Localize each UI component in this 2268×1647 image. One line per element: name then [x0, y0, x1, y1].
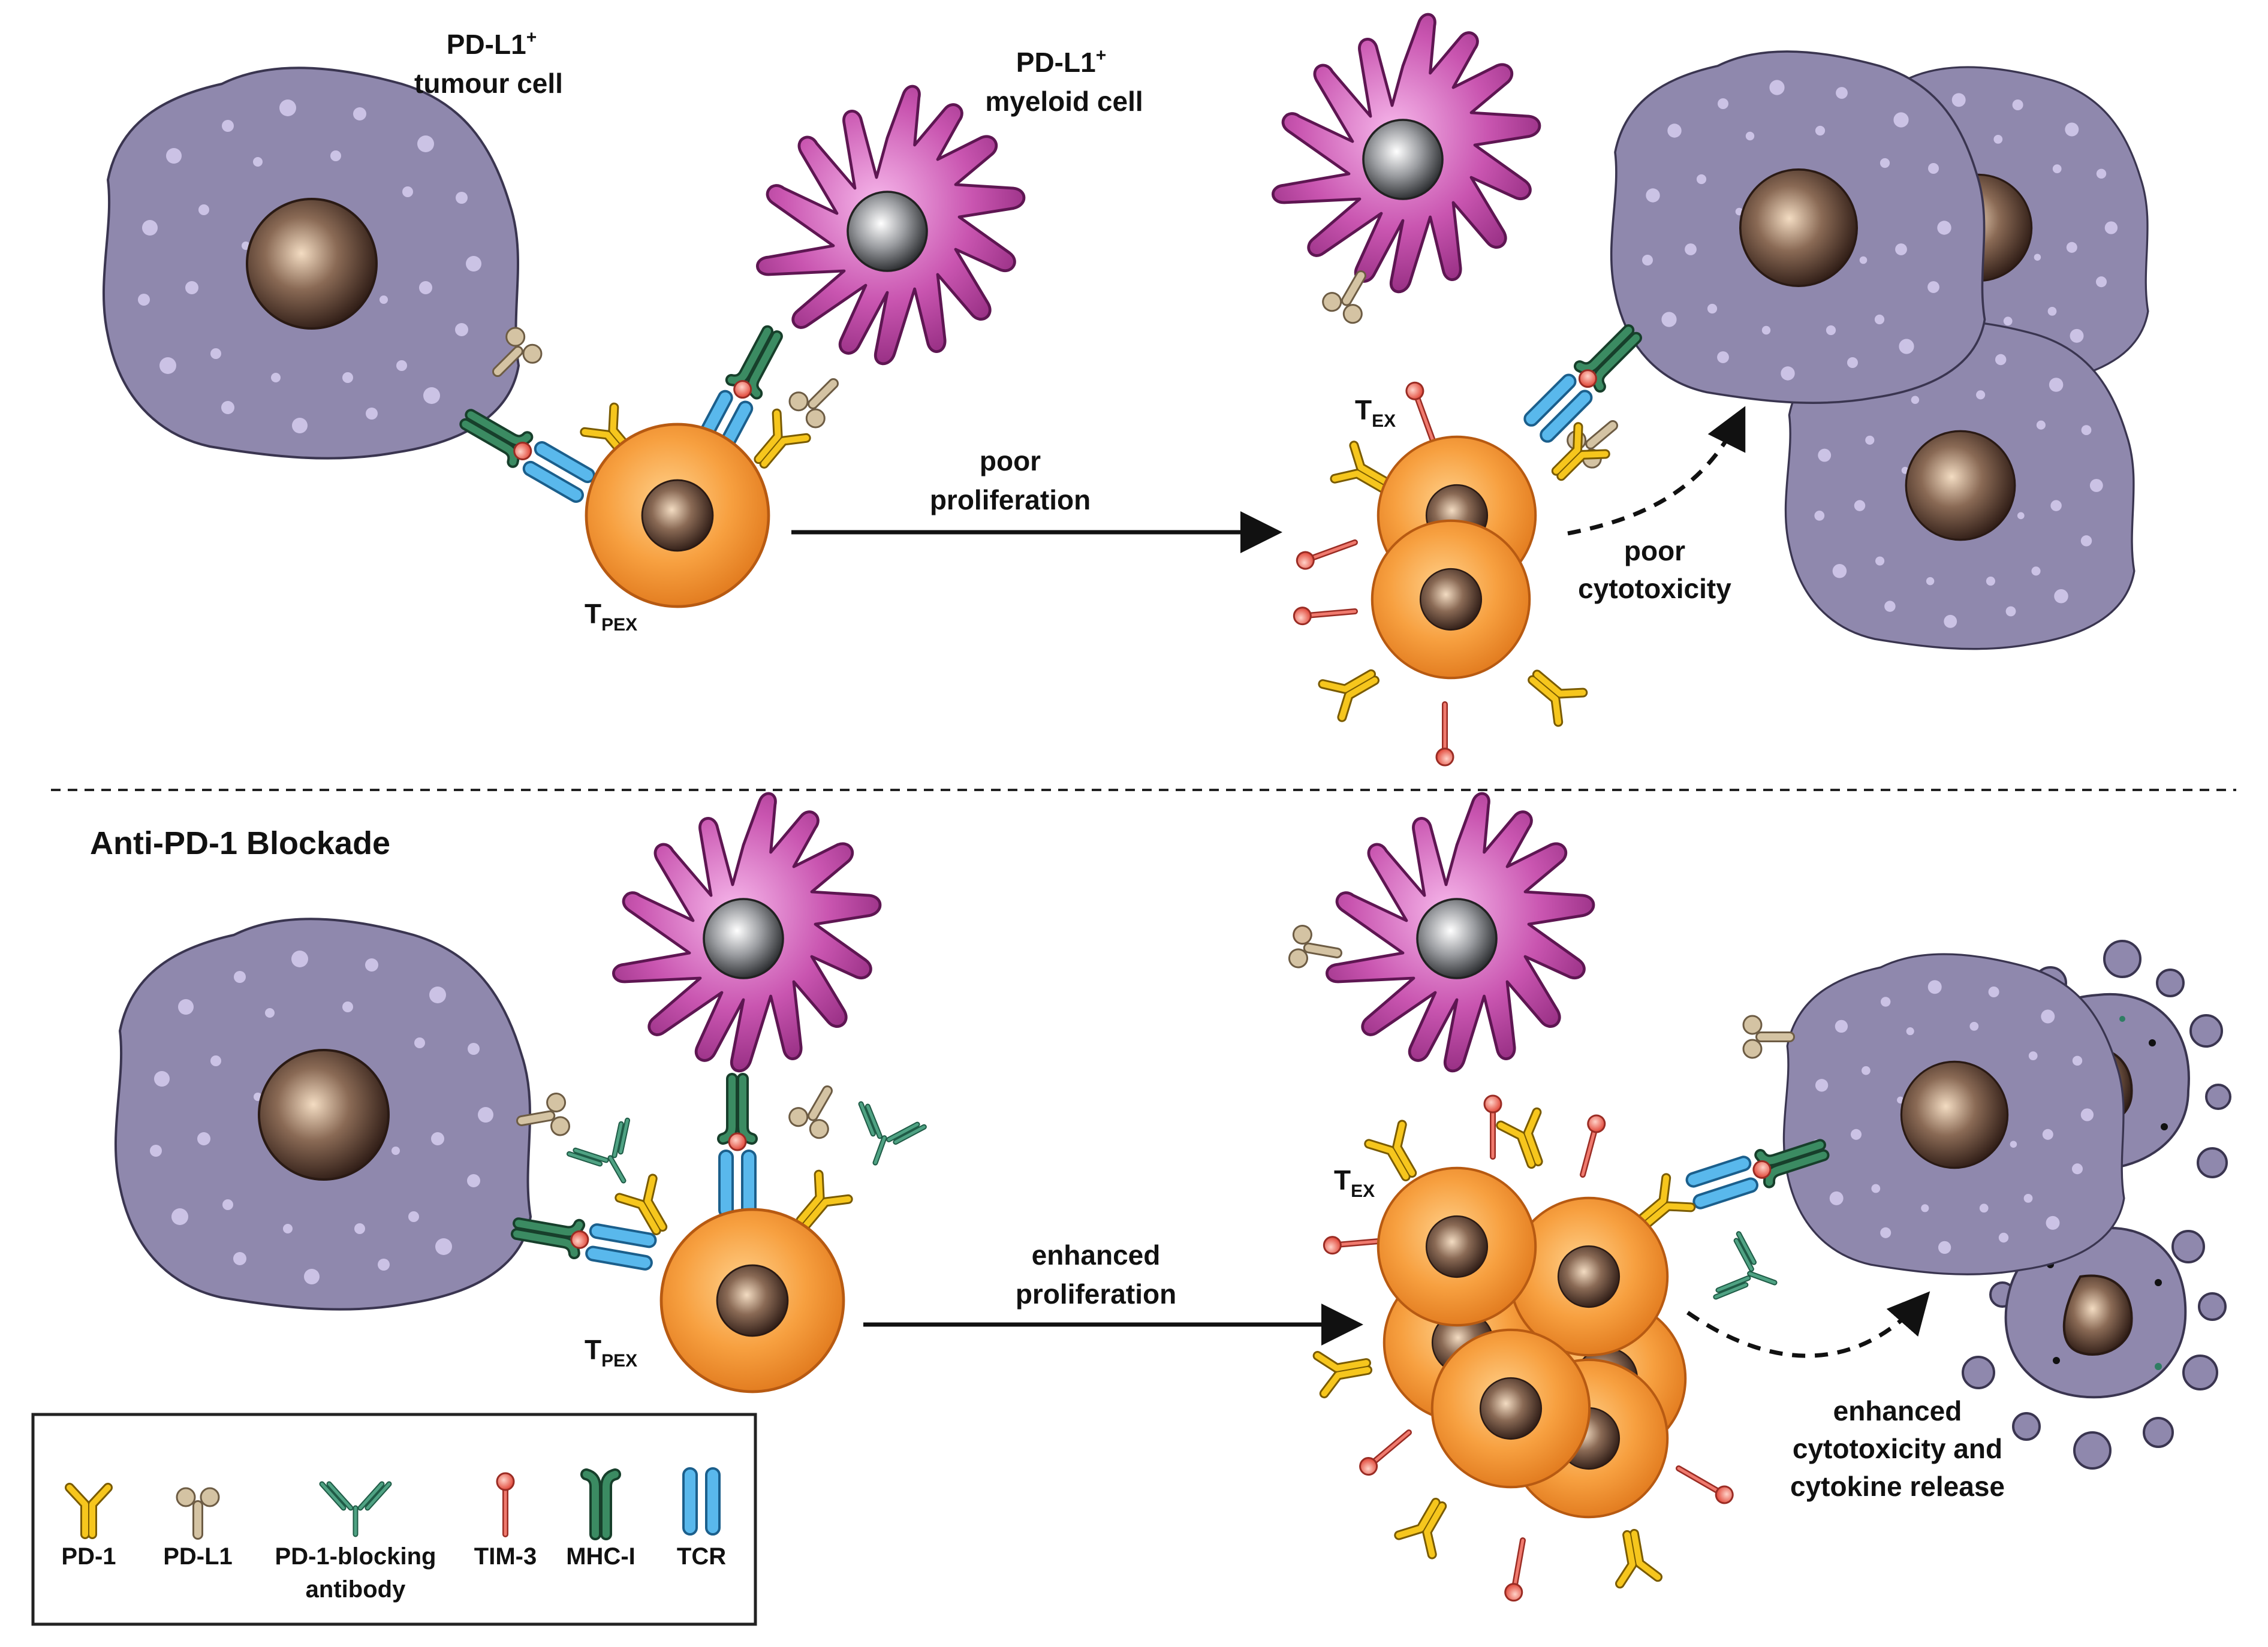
tex-cell: [1378, 1168, 1535, 1325]
top-panel: PD-L1+ tumour cell PD-L1+ myeloid cell T…: [102, 14, 2149, 765]
tex-tim3-receptor: [1436, 704, 1453, 765]
pdl1-myeloid-cell: [757, 86, 1024, 364]
antibody: [570, 1120, 653, 1197]
tpex-cell: [661, 1209, 844, 1392]
tex-pd1-receptor: [1501, 1112, 1553, 1169]
tex-label: TEX: [1334, 1165, 1375, 1201]
tex-cell: [1372, 521, 1529, 678]
tex-tim3-receptor: [1323, 1232, 1386, 1254]
tex-tim3-receptor: [1574, 1114, 1606, 1177]
proliferation-label: enhanced: [1032, 1239, 1161, 1271]
legend-label-pdl1: PD-L1: [163, 1543, 233, 1570]
tex-cell: [1432, 1330, 1589, 1487]
bottom-panel: Anti-PD-1 Blockade TPEX enhanced prolife…: [90, 794, 2231, 1602]
tex-tim3-receptor: [1293, 603, 1356, 625]
cytotoxicity-label: enhanced: [1833, 1395, 1962, 1426]
antibody: [844, 1104, 924, 1174]
myeloid-label: PD-L1+: [1016, 46, 1106, 78]
tex-cell: [1510, 1198, 1667, 1355]
cytotoxicity-arrow: [1686, 1291, 1930, 1358]
legend-label-tcr: TCR: [677, 1543, 726, 1570]
cytotoxicity-arrow: [1567, 406, 1746, 536]
cytotoxicity-label-line2: cytotoxicity and: [1793, 1433, 2002, 1464]
tumour-pdl1-receptor: [1743, 1016, 1790, 1058]
tumour-label: PD-L1+: [447, 28, 537, 60]
tex-tim3-receptor: [1294, 535, 1357, 571]
myeloid-cell-right: [1327, 794, 1594, 1071]
legend-label-antibody-line2: antibody: [306, 1576, 406, 1603]
tumour-synapse: [514, 1211, 656, 1271]
tex-tim3-receptor: [1674, 1461, 1736, 1506]
tex-pd1-receptor: [1369, 1124, 1425, 1184]
legend: PD-1 PD-L1 PD-1-blocking antibody TIM-3 …: [31, 1413, 757, 1626]
tex-label: TEX: [1355, 394, 1396, 431]
legend-label-pd1: PD-1: [61, 1543, 116, 1570]
legend-label-antibody: PD-1-blocking: [275, 1543, 436, 1570]
tpex-label: TPEX: [585, 598, 637, 635]
legend-label-mhc: MHC-I: [566, 1543, 635, 1570]
tumour-cell: [114, 918, 532, 1311]
legend-label-tim3: TIM-3: [474, 1543, 537, 1570]
tex-tim3-receptor: [1504, 1539, 1531, 1602]
section-title: Anti-PD-1 Blockade: [90, 825, 390, 861]
tumour-cell: [1782, 953, 2125, 1275]
tumour-label-line2: tumour cell: [414, 68, 563, 99]
tex-tim3-receptor: [1357, 1426, 1414, 1478]
myeloid-pdl1-receptor: [786, 1081, 845, 1142]
myeloid-label-line2: myeloid cell: [985, 86, 1143, 117]
tex-synapse: [1522, 321, 1645, 444]
cytotoxicity-label-line3: cytokine release: [1790, 1471, 2005, 1502]
tpex-label: TPEX: [585, 1334, 637, 1371]
cytotoxicity-label: poor: [1624, 535, 1685, 566]
mhc-i-icon: [586, 1474, 615, 1534]
tex-pd1-receptor: [1522, 662, 1583, 722]
tpex-pd1-receptor: [746, 414, 806, 474]
cytotoxicity-label-line2: cytotoxicity: [1578, 573, 1731, 604]
tex-pd1-receptor: [1399, 1495, 1455, 1555]
myeloid-cell-right: [1273, 14, 1540, 292]
myeloid-synapse: [719, 1079, 755, 1217]
antibody: [1716, 1234, 1786, 1314]
proliferation-label-line2: proliferation: [930, 484, 1091, 515]
tex-pd1-receptor: [1612, 1531, 1658, 1583]
proliferation-label-line2: proliferation: [1016, 1278, 1176, 1310]
tex-pd1-receptor: [1318, 1347, 1371, 1393]
tumour-synapse: [459, 404, 597, 504]
proliferation-label: poor: [980, 445, 1041, 476]
myeloid-pdl1-receptor: [786, 369, 848, 431]
legend-box: [31, 1413, 757, 1626]
myeloid-cell: [613, 794, 880, 1071]
tumour-cell: [1610, 50, 1986, 404]
tpex-cell: [586, 424, 769, 607]
tex-tim3-receptor: [1404, 380, 1441, 443]
tex-pd1-receptor: [1323, 660, 1383, 717]
pdl1-tumour-cell: [102, 67, 520, 460]
